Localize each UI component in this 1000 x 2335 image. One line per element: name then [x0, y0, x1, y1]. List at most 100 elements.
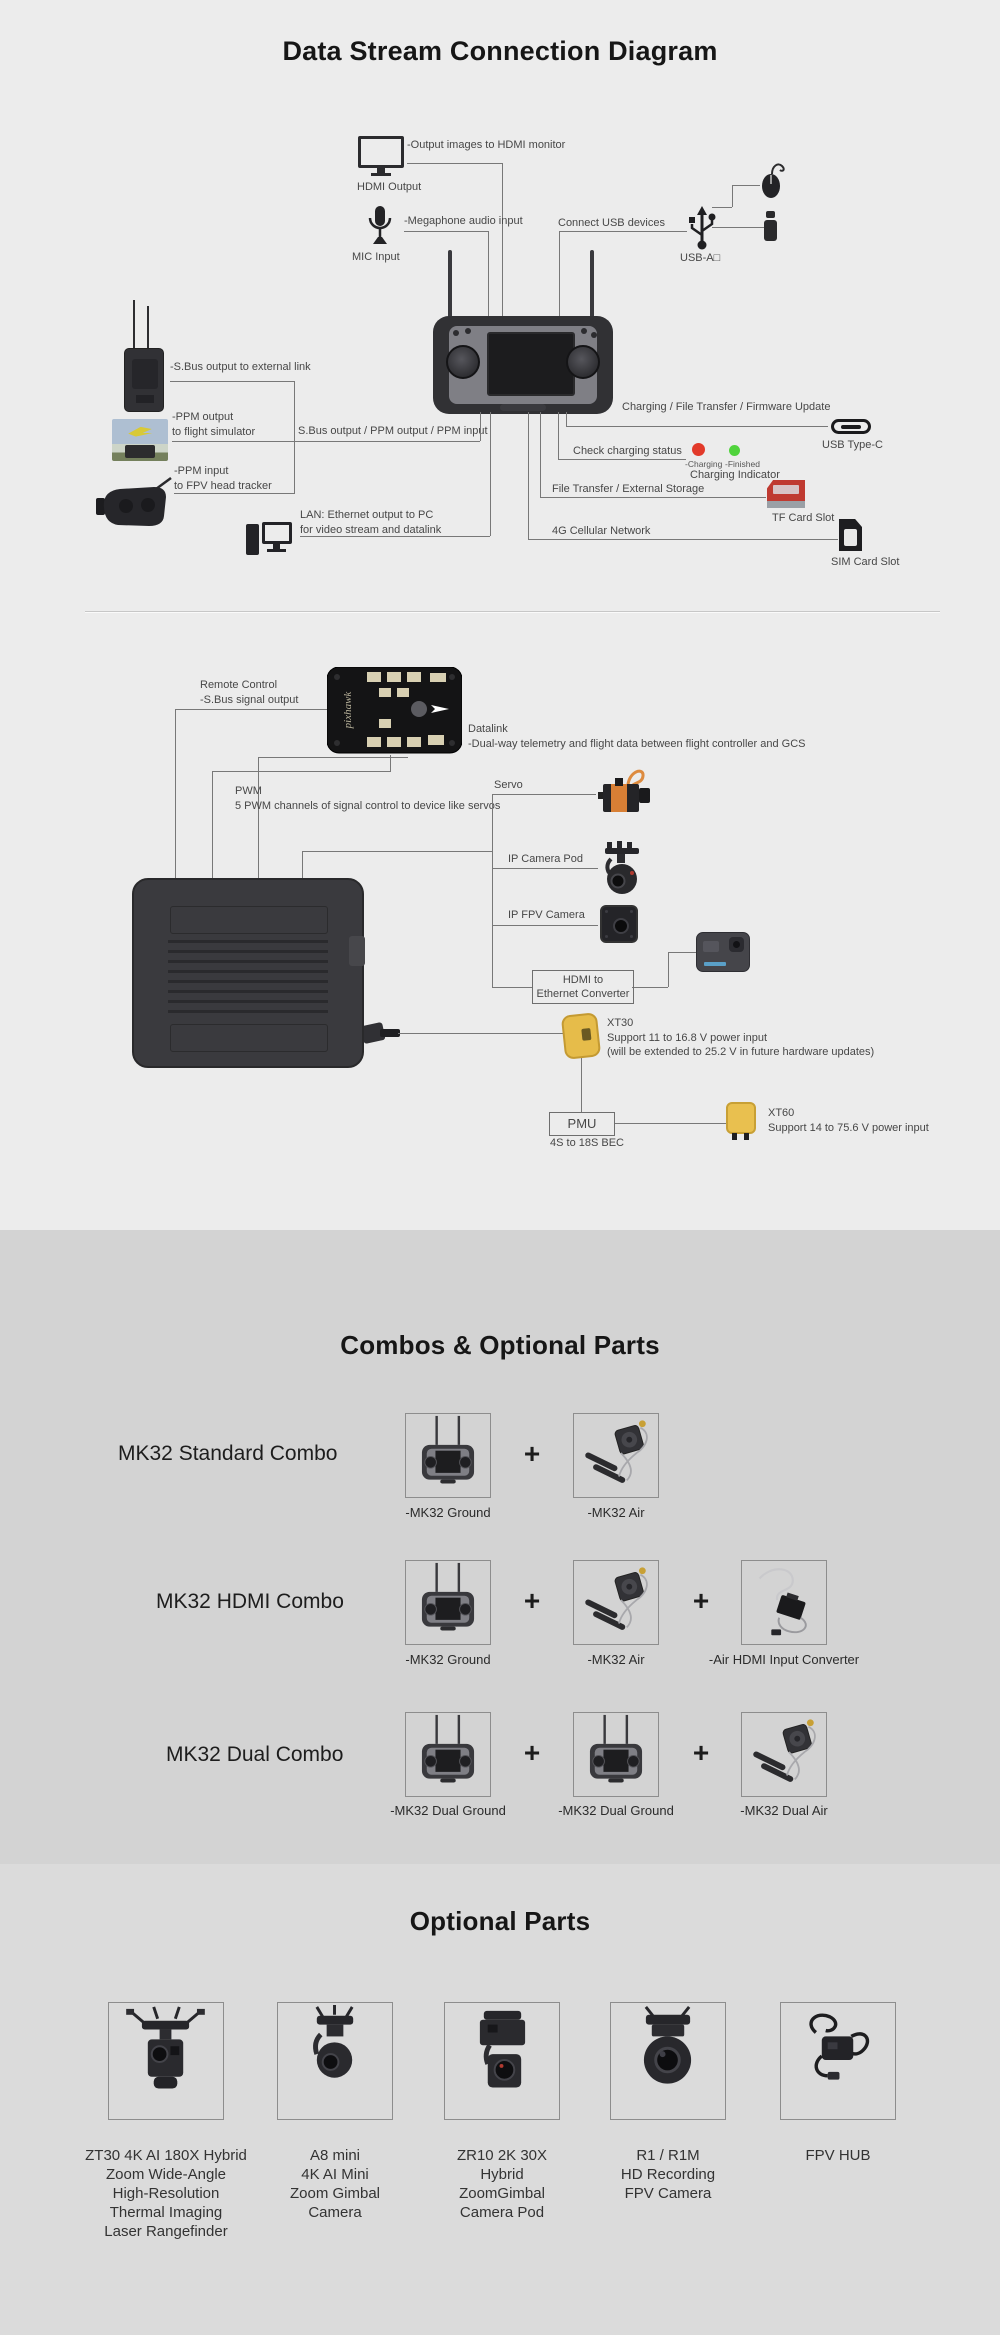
remote-control-note: Remote Control -S.Bus signal output [200, 679, 299, 706]
combo-row-label-standard: MK32 Standard Combo [118, 1442, 338, 1465]
tf-card-icon [767, 480, 805, 508]
connector-line [559, 231, 560, 318]
flight-controller-pixhawk: pixhawk [327, 667, 462, 754]
usb-icon [689, 206, 716, 250]
optional-item-caption: ZT30 4K AI 180X Hybrid Zoom Wide-Angle H… [85, 2147, 247, 2240]
combo-item-caption: -MK32 Air [587, 1652, 645, 1667]
action-camera-icon [696, 932, 750, 972]
usb-note: Connect USB devices [558, 217, 665, 229]
plus-sign: + [523, 1438, 541, 1469]
plus-sign: + [692, 1585, 710, 1616]
connector-line [712, 207, 732, 208]
xt30-note: XT30 Support 11 to 16.8 V power input (w… [607, 1017, 875, 1059]
combo-row-label-dual: MK32 Dual Combo [166, 1743, 344, 1766]
combo-item-caption: -MK32 Ground [405, 1505, 491, 1520]
controller-antenna-left [448, 250, 452, 320]
pmu-bec-label: 4S to 18S BEC [550, 1137, 624, 1149]
air-unit-power-cable [360, 1021, 400, 1045]
connector-line [558, 412, 559, 459]
combos-title: Combos & Optional Parts [340, 1330, 660, 1360]
connector-line [212, 771, 213, 880]
combo-product-box [741, 1560, 827, 1645]
optional-product-box [610, 2002, 726, 2120]
mic-input-label: MIC Input [352, 251, 400, 263]
connector-line [712, 227, 764, 228]
joystick-right [566, 345, 600, 379]
plus-sign: + [523, 1737, 541, 1768]
optional-section-background [0, 1864, 1000, 2335]
connector-line [390, 755, 391, 772]
hdmi-output-label: HDMI Output [357, 181, 422, 193]
finished-dot-label: -Finished [725, 459, 760, 469]
plus-sign: + [692, 1737, 710, 1768]
combos-section-background [0, 1230, 1000, 1864]
fpv-camera-icon [600, 905, 638, 943]
combo-product-box [405, 1560, 491, 1645]
optional-item-caption: FPV HUB [805, 2147, 871, 2164]
combo-row-label-hdmi: MK32 HDMI Combo [156, 1590, 344, 1613]
xt60-note: XT60 Support 14 to 75.6 V power input [768, 1107, 929, 1134]
usb-a-label: USB-A□ [680, 252, 721, 264]
connector-line [172, 441, 294, 442]
combo-item-caption: -MK32 Air [587, 1505, 645, 1520]
joystick-left [446, 345, 480, 379]
air-unit-antenna [147, 306, 149, 350]
sim-card-slot-label: SIM Card Slot [831, 556, 900, 568]
file-transfer-note: File Transfer / External Storage [552, 483, 705, 495]
connector-line [492, 868, 598, 869]
connector-line [302, 851, 492, 852]
usb-type-c-label: USB Type-C [822, 439, 883, 451]
mic-note: -Megaphone audio input [404, 215, 523, 227]
optional-product-box [277, 2002, 393, 2120]
hdmi-ethernet-converter-box: HDMI to Ethernet Converter [532, 970, 634, 1004]
connector-line [174, 493, 294, 494]
connector-line [540, 497, 766, 498]
charging-transfer-note: Charging / File Transfer / Firmware Upda… [622, 401, 831, 413]
combo-item-caption: -MK32 Ground [405, 1652, 491, 1667]
combo-product-box [573, 1712, 659, 1797]
pixhawk-text: pixhawk [342, 691, 354, 730]
connector-line [212, 771, 390, 772]
hdmi-monitor-icon [358, 136, 404, 178]
connector-line [175, 709, 176, 880]
connector-line [732, 185, 760, 186]
remote-controller [433, 316, 613, 414]
connector-line [407, 163, 502, 164]
combo-product-box [405, 1712, 491, 1797]
hdmi-monitor-note: -Output images to HDMI monitor [407, 139, 566, 151]
charging-indicator-label: Charging Indicator [690, 469, 780, 481]
connector-line [566, 426, 828, 427]
lan-note: LAN: Ethernet output to PC for video str… [300, 509, 442, 536]
external-link-unit-icon [124, 348, 164, 412]
datalink-note: Datalink -Dual-way telemetry and flight … [468, 723, 806, 750]
connector-line [492, 794, 596, 795]
connector-line [528, 539, 838, 540]
usb-type-c-icon [831, 419, 871, 434]
mk32-air-unit [132, 878, 365, 1068]
air-unit-antenna [133, 300, 135, 350]
connector-line [528, 412, 529, 539]
section-divider [85, 611, 940, 612]
connector-line [559, 231, 687, 232]
charging-dot-label: -Charging [685, 459, 723, 469]
connector-line [615, 1123, 726, 1124]
controller-antenna-right [590, 250, 594, 320]
check-charging-note: Check charging status [573, 445, 682, 457]
connector-line [258, 757, 408, 758]
gimbal-camera-icon [605, 841, 639, 894]
combo-product-box [573, 1413, 659, 1498]
connector-line [668, 952, 669, 987]
ppm-output-note: -PPM output to flight simulator [172, 411, 256, 438]
connector-line [170, 381, 294, 382]
fpv-goggles-icon [96, 476, 172, 526]
tf-card-slot-label: TF Card Slot [772, 512, 835, 524]
ip-fpv-camera-label: IP FPV Camera [508, 909, 585, 921]
connector-line [258, 757, 259, 880]
combo-product-box [741, 1712, 827, 1797]
connector-line [490, 412, 491, 536]
servo-label: Servo [494, 779, 523, 791]
connector-line [398, 1033, 563, 1034]
connector-line [632, 987, 668, 988]
diagram-title: Data Stream Connection Diagram [282, 36, 718, 66]
